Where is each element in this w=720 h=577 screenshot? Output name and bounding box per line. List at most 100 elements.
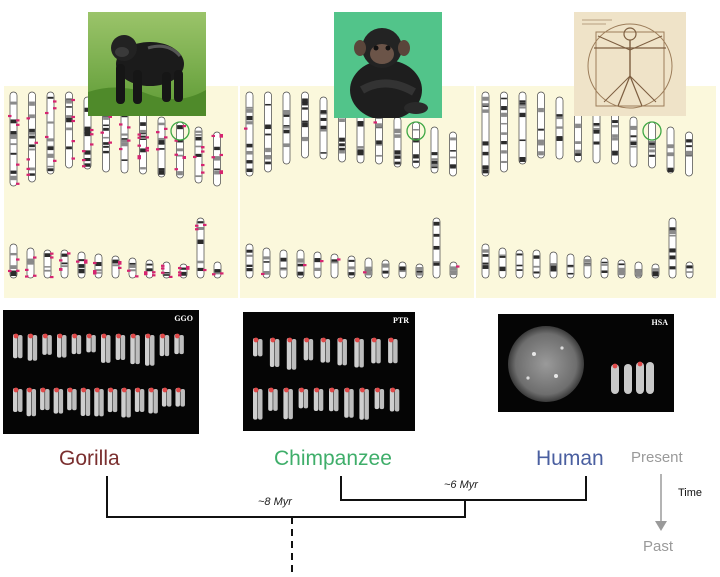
chromosome xyxy=(347,255,356,279)
chromosome xyxy=(170,121,190,179)
marker-signal xyxy=(34,141,38,144)
chromosome-band xyxy=(649,140,655,143)
chromosome-band xyxy=(538,107,544,113)
metaphase-chromosome xyxy=(354,337,364,368)
chromosome-band xyxy=(103,124,109,127)
chromosome xyxy=(393,116,402,168)
chromosome-band xyxy=(519,106,526,109)
chromosome-band xyxy=(197,260,204,264)
chromosome-band xyxy=(431,163,438,167)
chromosome-band xyxy=(348,266,355,270)
chromosome-band xyxy=(66,117,72,123)
chromosome-body xyxy=(666,126,675,174)
chromosome-band xyxy=(630,141,637,146)
chromosome-band xyxy=(482,103,489,106)
chromosome-band xyxy=(482,96,489,101)
metaphase-chromosome xyxy=(359,387,369,420)
chromosome-band xyxy=(158,168,165,171)
metaphase-chromosome xyxy=(71,333,82,355)
marker-signal xyxy=(363,271,367,274)
chromosome-band xyxy=(630,135,637,138)
chromosome-band xyxy=(265,161,271,165)
chromosome-band xyxy=(283,144,290,148)
marker-signal xyxy=(219,135,223,138)
chromosome-band xyxy=(10,152,17,155)
marker-signal xyxy=(90,143,94,146)
chromosome-band xyxy=(158,142,165,145)
chromosome-band xyxy=(575,149,581,154)
chromosome-band xyxy=(630,145,637,148)
chromosome-band xyxy=(283,110,290,113)
chromosome-band xyxy=(146,263,153,266)
marker-signal xyxy=(144,271,148,274)
chromosome-band xyxy=(246,109,253,113)
marker-signal xyxy=(53,100,57,103)
chromosome-band xyxy=(246,106,253,109)
metaphase-chromosome xyxy=(303,337,314,361)
chromosome xyxy=(498,247,507,279)
chromosome-band xyxy=(501,132,507,135)
chromosome-band xyxy=(66,99,72,102)
marker-signal xyxy=(169,275,173,279)
chromosome-band xyxy=(283,126,290,129)
chromosome-body xyxy=(279,249,288,279)
chromosome xyxy=(583,255,592,279)
chromosome xyxy=(642,121,662,169)
chromosome-band xyxy=(10,270,17,275)
chromosome-band xyxy=(575,153,581,156)
marker-signal xyxy=(67,252,71,255)
chromosome-band xyxy=(416,270,423,273)
chromosome-body xyxy=(46,91,55,175)
chromosome-band xyxy=(214,272,221,275)
metaphase-chromosome xyxy=(388,337,398,364)
marker-signal xyxy=(145,136,149,139)
metaphase-chromosome xyxy=(13,387,23,413)
marker-signal xyxy=(178,274,182,277)
chromosome xyxy=(137,111,149,175)
chromosome-band xyxy=(47,138,54,142)
marker-signal xyxy=(137,144,141,147)
metaphase-chromosome xyxy=(374,387,385,410)
chromosome-band xyxy=(47,165,54,168)
chromosome xyxy=(356,106,365,164)
marker-signal xyxy=(186,266,190,269)
chromosome-band xyxy=(413,160,419,163)
metaphase-chromosome xyxy=(253,337,263,357)
chromosome-band xyxy=(357,146,364,149)
marker-signal xyxy=(26,173,30,176)
marker-signal xyxy=(219,153,223,157)
marker-signal xyxy=(50,256,54,259)
chromosome-band xyxy=(140,167,146,170)
chromosome-band xyxy=(450,137,456,141)
marker-signal xyxy=(118,261,122,264)
chromosome-band xyxy=(195,145,202,148)
chromosome-band xyxy=(246,115,253,121)
chromosome-band xyxy=(501,122,507,125)
chromosome-band xyxy=(297,263,304,267)
marker-signal xyxy=(152,274,156,277)
metaphase-chromosome xyxy=(27,333,38,361)
chromosome-band xyxy=(95,262,102,267)
chromosome-band xyxy=(376,140,382,145)
marker-signal xyxy=(108,115,112,118)
marker-signal xyxy=(174,153,178,156)
chromosome-band xyxy=(263,261,270,263)
marker-signal xyxy=(71,115,75,119)
karyotype-label-chimpanzee: PTR xyxy=(393,316,409,325)
marker-signal xyxy=(71,157,75,160)
chromosome-band xyxy=(27,258,34,262)
chromosome-band xyxy=(556,116,563,120)
chromosome-band xyxy=(593,123,600,126)
chromosome-band xyxy=(84,150,91,155)
metaphase-chromosome xyxy=(134,387,145,413)
chromosome-band xyxy=(214,168,220,171)
chromosome-band xyxy=(280,268,287,271)
chromosome-band xyxy=(29,101,35,106)
marker-signal xyxy=(135,275,139,278)
chromosome-band xyxy=(519,156,526,159)
chromosome xyxy=(59,249,71,279)
chromosome-band xyxy=(533,265,540,268)
chromosome-band xyxy=(47,121,54,124)
chromosome-band xyxy=(669,248,676,253)
chromosome-band xyxy=(214,269,221,272)
